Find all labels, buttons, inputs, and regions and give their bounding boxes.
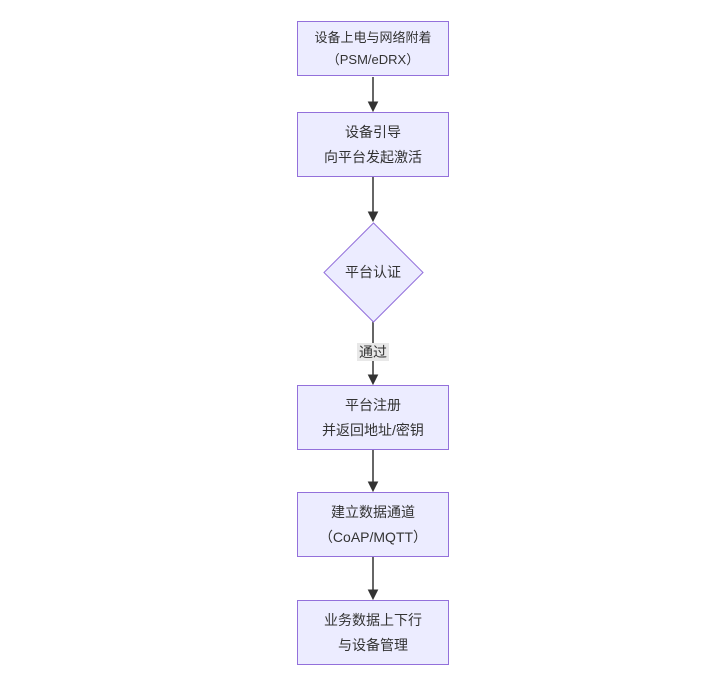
edge-bootstrap-to-auth [367, 177, 379, 223]
arrowhead-down-icon [367, 481, 379, 493]
node-label-line: （PSM/eDRX） [326, 51, 420, 67]
node-platform-auth-decision: 平台认证 [322, 221, 424, 323]
node-label-line: 设备上电与网络附着 [314, 29, 432, 45]
arrowhead-down-icon [367, 211, 379, 223]
edge-register-to-channel [367, 450, 379, 493]
arrowhead-down-icon [367, 589, 379, 601]
node-platform-register: 平台注册 并返回地址/密钥 [297, 385, 449, 450]
node-label-line: 平台认证 [345, 264, 401, 280]
node-label-line: （CoAP/MQTT） [318, 528, 428, 545]
node-device-bootstrap: 设备引导 向平台发起激活 [297, 112, 449, 177]
node-label-line: 平台注册 [345, 396, 401, 413]
node-label-line: 建立数据通道 [331, 503, 415, 520]
edge-power-to-bootstrap [367, 77, 379, 113]
node-data-channel: 建立数据通道 （CoAP/MQTT） [297, 492, 449, 557]
edge-channel-to-business [367, 557, 379, 601]
node-business-data: 业务数据上下行 与设备管理 [297, 600, 449, 665]
node-label-line: 并返回地址/密钥 [322, 421, 424, 438]
node-device-power-attach: 设备上电与网络附着 （PSM/eDRX） [297, 21, 449, 76]
node-label-line: 业务数据上下行 [324, 611, 422, 628]
node-label-line: 向平台发起激活 [324, 148, 422, 165]
arrowhead-down-icon [367, 101, 379, 113]
edge-label-pass: 通过 [357, 343, 389, 361]
node-label-line: 与设备管理 [338, 636, 408, 653]
node-label-line: 设备引导 [345, 123, 401, 140]
arrowhead-down-icon [367, 374, 379, 386]
